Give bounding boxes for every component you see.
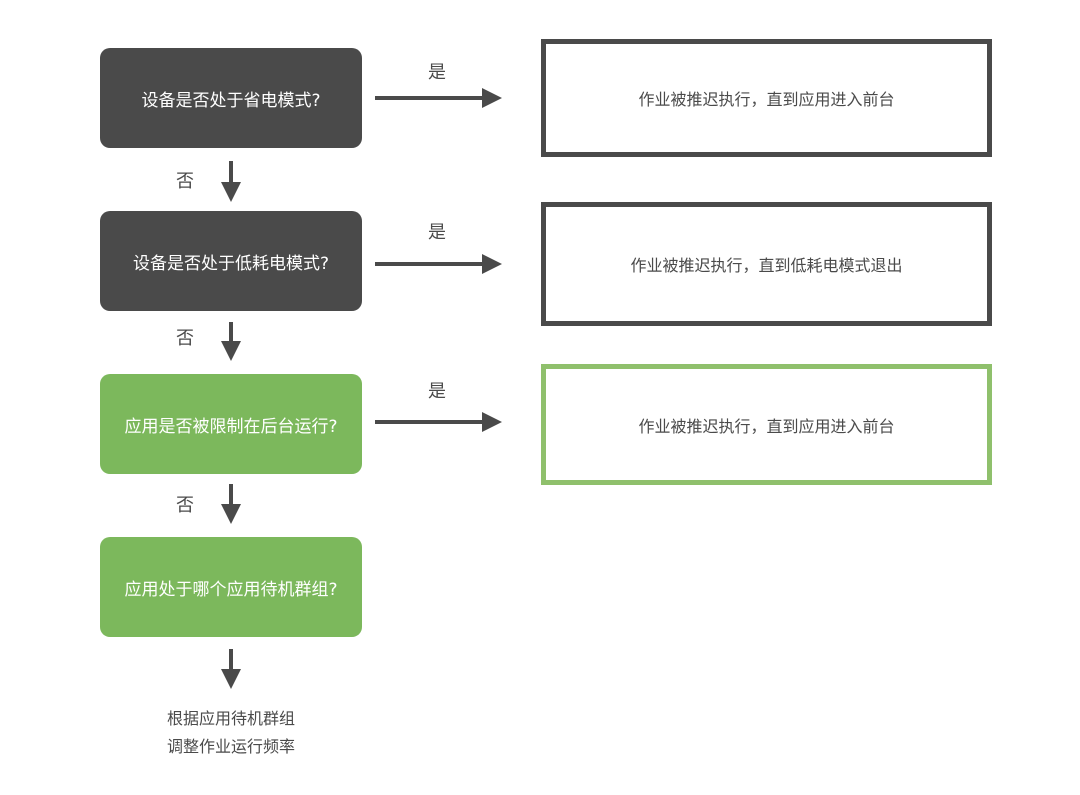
final-result: 根据应用待机群组 调整作业运行频率	[110, 705, 352, 761]
outcome-defer-until-doze-exit: 作业被推迟执行，直到低耗电模式退出	[541, 202, 992, 326]
final-result-line-1: 根据应用待机群组	[166, 709, 295, 728]
final-result-line-2: 调整作业运行频率	[166, 737, 295, 756]
yes-label-2: 是	[428, 222, 446, 243]
decision-doze-mode: 设备是否处于低耗电模式?	[100, 211, 362, 311]
outcome-defer-until-foreground-2-text: 作业被推迟执行，直到应用进入前台	[638, 416, 895, 436]
outcome-defer-until-doze-exit-text: 作业被推迟执行，直到低耗电模式退出	[630, 256, 903, 275]
decision-standby-bucket: 应用处于哪个应用待机群组?	[100, 537, 362, 637]
yes-label-1: 是	[428, 62, 446, 83]
arrow-down-4	[221, 649, 241, 689]
decision-background-restricted: 应用是否被限制在后台运行?	[100, 374, 362, 474]
arrow-down-1	[221, 161, 241, 202]
decision-doze-mode-text: 设备是否处于低耗电模式?	[132, 253, 330, 274]
decision-power-saving: 设备是否处于省电模式?	[100, 48, 362, 148]
outcome-defer-until-foreground-1: 作业被推迟执行，直到应用进入前台	[541, 39, 992, 157]
outcome-defer-until-foreground-1-text: 作业被推迟执行，直到应用进入前台	[638, 90, 895, 109]
decision-standby-bucket-text: 应用处于哪个应用待机群组?	[124, 579, 338, 600]
no-label-1: 否	[176, 171, 194, 192]
no-label-2: 否	[176, 328, 194, 349]
decision-background-restricted-text: 应用是否被限制在后台运行?	[124, 416, 338, 437]
arrow-right-3	[375, 412, 502, 432]
yes-label-3: 是	[428, 381, 446, 402]
outcome-defer-until-foreground-2: 作业被推迟执行，直到应用进入前台	[541, 364, 992, 485]
arrow-right-2	[375, 254, 502, 274]
decision-power-saving-text: 设备是否处于省电模式?	[141, 90, 321, 111]
arrow-down-3	[221, 484, 241, 524]
arrow-down-2	[221, 322, 241, 361]
arrow-right-1	[375, 88, 502, 108]
no-label-3: 否	[176, 495, 194, 516]
